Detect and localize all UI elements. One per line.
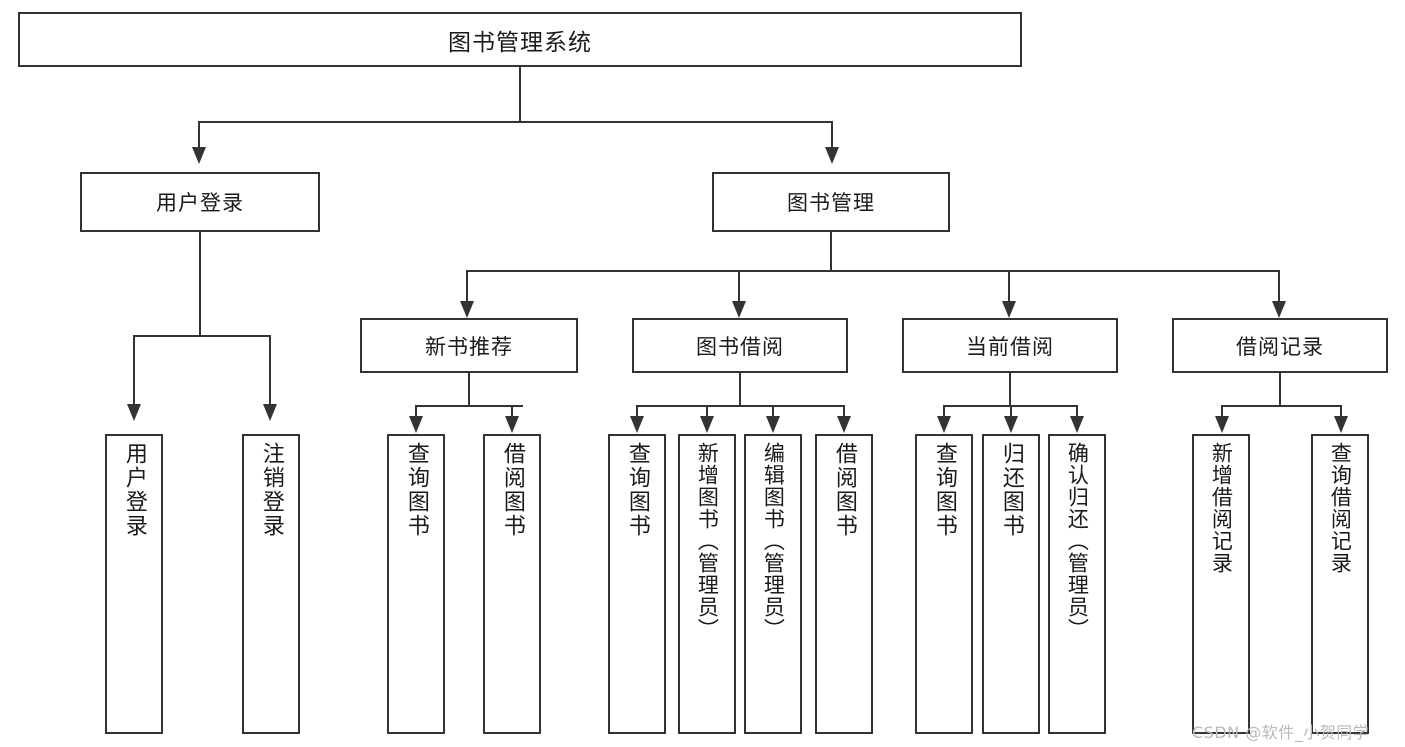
node-label: 查询借阅记录 xyxy=(1328,442,1353,574)
node-label: 借阅图书 xyxy=(831,442,857,538)
connector-borrow-record-bus xyxy=(1221,405,1341,407)
connector-new-book-drop-2 xyxy=(511,405,513,419)
arrow-to-borrow-record xyxy=(1272,301,1286,318)
connector-root-to-book-manage xyxy=(831,121,833,149)
connector-book-borrow-stem xyxy=(739,373,741,407)
leaf-borrow-book-recommend[interactable]: 借阅图书 xyxy=(483,434,541,734)
node-label: 新增图书（管理员） xyxy=(695,442,720,640)
node-label: 图书管理系统 xyxy=(448,29,592,56)
node-new-book-recommend[interactable]: 新书推荐 xyxy=(360,318,578,373)
arrow-to-leaf-borrow-book-2 xyxy=(837,416,851,433)
connector-book-manage-drop-4 xyxy=(1278,270,1280,304)
connector-current-borrow-drop-2 xyxy=(1010,405,1012,419)
arrow-to-leaf-query-book-2 xyxy=(630,416,644,433)
leaf-query-borrow-record[interactable]: 查询借阅记录 xyxy=(1311,434,1369,734)
node-label: 查询图书 xyxy=(403,442,429,538)
node-label: 当前借阅 xyxy=(966,334,1054,359)
leaf-add-book-admin[interactable]: 新增图书（管理员） xyxy=(678,434,736,734)
leaf-user-login[interactable]: 用户登录 xyxy=(105,434,163,734)
arrow-to-leaf-query-book-1 xyxy=(409,416,423,433)
node-label: 借阅图书 xyxy=(499,442,525,538)
connector-current-borrow-drop-3 xyxy=(1076,405,1078,419)
connector-book-borrow-drop-2 xyxy=(706,405,708,419)
arrow-to-leaf-logout xyxy=(263,404,277,421)
arrow-to-leaf-add-record xyxy=(1215,416,1229,433)
connector-book-borrow-drop-4 xyxy=(843,405,845,419)
connector-book-manage-stem xyxy=(830,232,832,272)
node-label: 新书推荐 xyxy=(425,334,513,359)
node-current-borrow[interactable]: 当前借阅 xyxy=(902,318,1118,373)
connector-root-bus xyxy=(198,121,833,123)
node-label: 新增借阅记录 xyxy=(1209,442,1234,574)
watermark-text: CSDN @软件_小贺同学 xyxy=(1192,723,1370,742)
connector-user-login-stem xyxy=(199,232,201,336)
arrow-to-leaf-confirm-return xyxy=(1070,416,1084,433)
connector-user-login-bus xyxy=(133,335,271,337)
leaf-logout[interactable]: 注销登录 xyxy=(242,434,300,734)
node-root-system[interactable]: 图书管理系统 xyxy=(18,12,1022,67)
leaf-add-borrow-record[interactable]: 新增借阅记录 xyxy=(1192,434,1250,734)
node-label: 编辑图书（管理员） xyxy=(761,442,786,640)
arrow-to-book-manage xyxy=(825,147,839,164)
node-label: 用户登录 xyxy=(156,191,244,215)
leaf-query-book-current[interactable]: 查询图书 xyxy=(915,434,973,734)
arrow-to-leaf-edit-book xyxy=(766,416,780,433)
node-label: 注销登录 xyxy=(258,442,284,538)
connector-book-borrow-drop-3 xyxy=(772,405,774,419)
node-label: 查询图书 xyxy=(624,442,650,538)
connector-borrow-record-drop-1 xyxy=(1221,405,1223,419)
node-book-borrow[interactable]: 图书借阅 xyxy=(632,318,848,373)
arrow-to-leaf-query-book-3 xyxy=(937,416,951,433)
connector-user-login-drop-2 xyxy=(269,335,271,406)
connector-book-manage-drop-3 xyxy=(1008,270,1010,304)
connector-new-book-stem xyxy=(468,373,470,407)
node-label: 归还图书 xyxy=(998,442,1024,538)
arrow-to-new-book-recommend xyxy=(460,301,474,318)
leaf-confirm-return-admin[interactable]: 确认归还（管理员） xyxy=(1048,434,1106,734)
leaf-edit-book-admin[interactable]: 编辑图书（管理员） xyxy=(744,434,802,734)
connector-new-book-bus xyxy=(415,405,523,407)
node-user-login[interactable]: 用户登录 xyxy=(80,172,320,232)
arrow-to-leaf-query-record xyxy=(1334,416,1348,433)
connector-current-borrow-stem xyxy=(1009,373,1011,407)
connector-book-borrow-bus xyxy=(636,405,844,407)
connector-book-borrow-drop-1 xyxy=(636,405,638,419)
connector-book-manage-drop-2 xyxy=(738,270,740,304)
arrow-to-leaf-add-book xyxy=(700,416,714,433)
node-label: 用户登录 xyxy=(121,442,147,538)
connector-user-login-drop-1 xyxy=(133,335,135,406)
node-book-manage[interactable]: 图书管理 xyxy=(712,172,950,232)
connector-book-manage-bus xyxy=(466,270,1280,272)
connector-root-to-user-login xyxy=(198,121,200,149)
leaf-return-book[interactable]: 归还图书 xyxy=(982,434,1040,734)
connector-borrow-record-stem xyxy=(1279,373,1281,407)
arrow-to-leaf-user-login xyxy=(127,404,141,421)
connector-book-manage-drop-1 xyxy=(466,270,468,304)
arrow-to-leaf-borrow-book-1 xyxy=(505,416,519,433)
connector-borrow-record-drop-2 xyxy=(1340,405,1342,419)
node-label: 图书借阅 xyxy=(696,334,784,359)
connector-current-borrow-drop-1 xyxy=(943,405,945,419)
arrow-to-book-borrow xyxy=(732,301,746,318)
arrow-to-current-borrow xyxy=(1002,301,1016,318)
node-label: 确认归还（管理员） xyxy=(1065,442,1090,640)
node-borrow-record[interactable]: 借阅记录 xyxy=(1172,318,1388,373)
arrow-to-user-login xyxy=(192,147,206,164)
node-label: 查询图书 xyxy=(931,442,957,538)
leaf-query-book-recommend[interactable]: 查询图书 xyxy=(387,434,445,734)
node-label: 图书管理 xyxy=(787,191,875,215)
node-label: 借阅记录 xyxy=(1236,334,1324,359)
leaf-borrow-book[interactable]: 借阅图书 xyxy=(815,434,873,734)
connector-root-stem xyxy=(519,67,521,122)
arrow-to-leaf-return-book xyxy=(1004,416,1018,433)
leaf-query-book-borrow[interactable]: 查询图书 xyxy=(608,434,666,734)
connector-new-book-drop-1 xyxy=(415,405,417,419)
